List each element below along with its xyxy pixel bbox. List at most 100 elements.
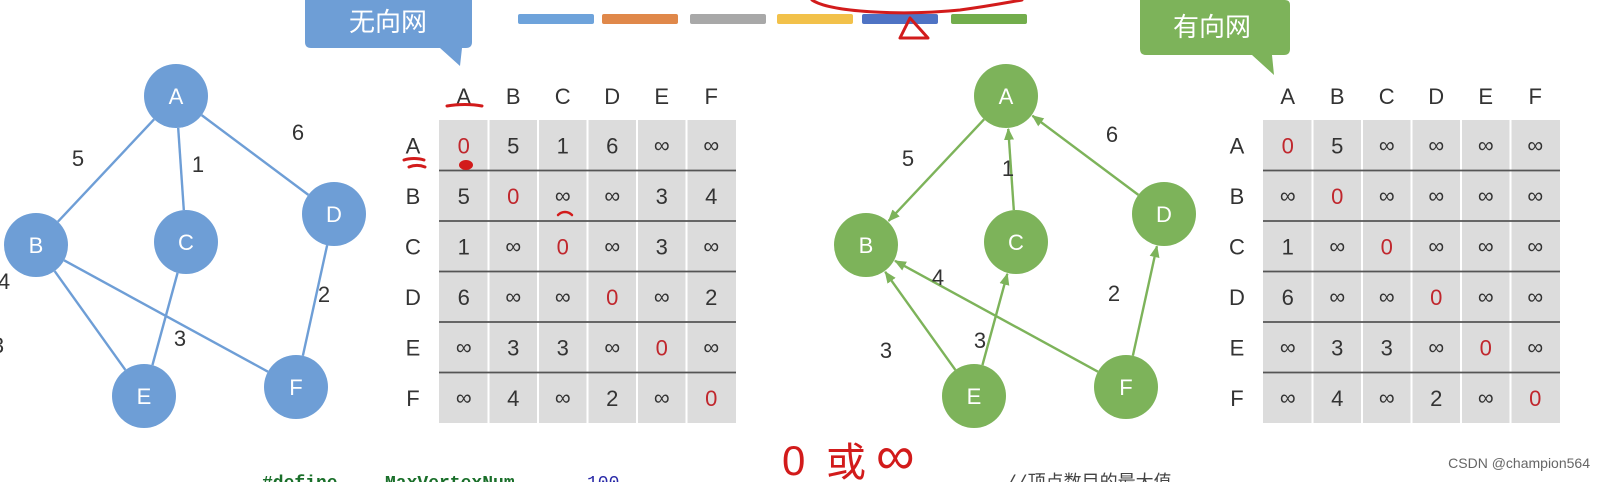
undirected-matrix-cell-CB: ∞ xyxy=(505,233,521,258)
directed-matrix-cell-DE: ∞ xyxy=(1478,284,1494,309)
directed-matrix-cell-AE: ∞ xyxy=(1478,132,1494,157)
undirected-matrix-col-header-A: A xyxy=(456,84,471,109)
directed-matrix-cell-FA: ∞ xyxy=(1280,385,1296,410)
directed-weight-C-A: 1 xyxy=(1002,156,1014,181)
directed-matrix-cell-FB: 4 xyxy=(1331,386,1343,411)
palette-swatch-5 xyxy=(862,14,938,24)
undirected-node-E xyxy=(112,364,176,428)
handwritten-zero: 0 xyxy=(782,437,805,482)
undirected-matrix-col-header-E: E xyxy=(654,84,669,109)
directed-matrix-col-header-E: E xyxy=(1478,84,1493,109)
undirected-node-label-E: E xyxy=(137,384,152,409)
undirected-matrix-cell-FE: ∞ xyxy=(654,385,670,410)
directed-matrix-cell-BC: ∞ xyxy=(1379,183,1395,208)
undirected-matrix-cell-AC: 1 xyxy=(557,133,569,158)
directed-node-D xyxy=(1132,182,1196,246)
directed-matrix-cell-BE: ∞ xyxy=(1478,183,1494,208)
directed-matrix-cell-CF: ∞ xyxy=(1527,233,1543,258)
directed-matrix-row-header-F: F xyxy=(1230,386,1243,411)
directed-matrix-row-header-E: E xyxy=(1230,335,1245,360)
directed-matrix-cell-DF: ∞ xyxy=(1527,284,1543,309)
undirected-weight-C-E: 3 xyxy=(174,326,186,351)
directed-matrix-cell-AB: 5 xyxy=(1331,133,1343,158)
directed-node-A xyxy=(974,64,1038,128)
undirected-matrix-cell-EB: 3 xyxy=(507,335,519,360)
directed-matrix-cell-AC: ∞ xyxy=(1379,132,1395,157)
directed-matrix-cell-FC: ∞ xyxy=(1379,385,1395,410)
directed-matrix-row-header-B: B xyxy=(1230,184,1245,209)
directed-matrix-cell-DC: ∞ xyxy=(1379,284,1395,309)
undirected-matrix-cell-FD: 2 xyxy=(606,386,618,411)
undirected-matrix-cell-CA: 1 xyxy=(458,234,470,259)
directed-node-label-B: B xyxy=(859,233,874,258)
directed-callout: 有向网 xyxy=(1140,0,1290,75)
undirected-edge-B-E xyxy=(53,270,127,371)
undirected-matrix-col-header-F: F xyxy=(705,84,718,109)
undirected-matrix-cell-FA: ∞ xyxy=(456,385,472,410)
undirected-edge-A-C xyxy=(176,127,186,211)
undirected-matrix-cell-AF: ∞ xyxy=(703,132,719,157)
directed-node-E xyxy=(942,364,1006,428)
undirected-edges xyxy=(53,114,329,373)
directed-matrix-cell-AD: ∞ xyxy=(1428,132,1444,157)
undirected-matrix-cell-BB: 0 xyxy=(507,184,519,209)
directed-matrix-cell-ED: ∞ xyxy=(1428,334,1444,359)
code-directive: #define xyxy=(262,474,338,482)
code-name: MaxVertexNum xyxy=(385,474,515,482)
directed-node-label-F: F xyxy=(1119,375,1132,400)
undirected-matrix-cell-EE: 0 xyxy=(656,335,668,360)
undirected-matrix-cell-DD: 0 xyxy=(606,285,618,310)
undirected-matrix-cell-BE: 3 xyxy=(656,184,668,209)
undirected-node-D xyxy=(302,182,366,246)
undirected-node-A xyxy=(144,64,208,128)
directed-matrix-cell-EA: ∞ xyxy=(1280,334,1296,359)
undirected-matrix-cell-BC: ∞ xyxy=(555,183,571,208)
palette-swatch-1 xyxy=(518,14,594,24)
directed-matrix-col-header-A: A xyxy=(1280,84,1295,109)
directed-weight-D-A: 6 xyxy=(1106,122,1118,147)
directed-matrix-cell-EB: 3 xyxy=(1331,335,1343,360)
undirected-matrix-cell-CD: ∞ xyxy=(604,233,620,258)
directed-node-B xyxy=(834,213,898,277)
undirected-node-label-A: A xyxy=(169,84,184,109)
directed-node-label-C: C xyxy=(1008,230,1024,255)
code-value: 100 xyxy=(587,474,619,482)
directed-weight-E-B: 3 xyxy=(880,338,892,363)
undirected-matrix-cell-ED: ∞ xyxy=(604,334,620,359)
directed-matrix-col-header-C: C xyxy=(1379,84,1395,109)
directed-matrix-cell-CE: ∞ xyxy=(1478,233,1494,258)
directed-matrix-cell-FF: 0 xyxy=(1529,386,1541,411)
undirected-matrix-cell-AB: 5 xyxy=(507,133,519,158)
undirected-matrix-row-header-A: A xyxy=(406,133,421,158)
directed-matrix-cell-EE: 0 xyxy=(1480,335,1492,360)
directed-matrix-cell-DA: 6 xyxy=(1282,285,1294,310)
undirected-matrix-cell-BF: 4 xyxy=(705,184,717,209)
directed-matrix-cell-CB: ∞ xyxy=(1329,233,1345,258)
handwritten-infinity: ∞ xyxy=(876,426,915,482)
directed-weight-A-B: 5 xyxy=(902,146,914,171)
directed-edge-E-B xyxy=(884,271,957,371)
undirected-weights: 5164332 xyxy=(0,120,330,358)
directed-edge-D-A xyxy=(1031,114,1140,196)
undirected-matrix-cell-FC: ∞ xyxy=(555,385,571,410)
undirected-matrix-cell-AE: ∞ xyxy=(654,132,670,157)
directed-matrix-cell-EC: 3 xyxy=(1381,335,1393,360)
directed-matrix-cell-FE: ∞ xyxy=(1478,385,1494,410)
directed-edge-E-C xyxy=(981,272,1010,366)
undirected-node-C xyxy=(154,210,218,274)
undirected-matrix-cell-DE: ∞ xyxy=(654,284,670,309)
undirected-weight-B-E: 3 xyxy=(0,333,4,358)
undirected-node-label-C: C xyxy=(178,230,194,255)
handwritten-zero-or-infinity: 0 或 ∞ xyxy=(782,426,915,482)
directed-edge-A-B xyxy=(887,118,985,222)
directed-matrix-cell-BF: ∞ xyxy=(1527,183,1543,208)
undirected-node-label-D: D xyxy=(326,202,342,227)
handwritten-top-mark xyxy=(810,0,1024,40)
directed-matrix-cell-BB: 0 xyxy=(1331,184,1343,209)
directed-edges xyxy=(884,114,1160,373)
